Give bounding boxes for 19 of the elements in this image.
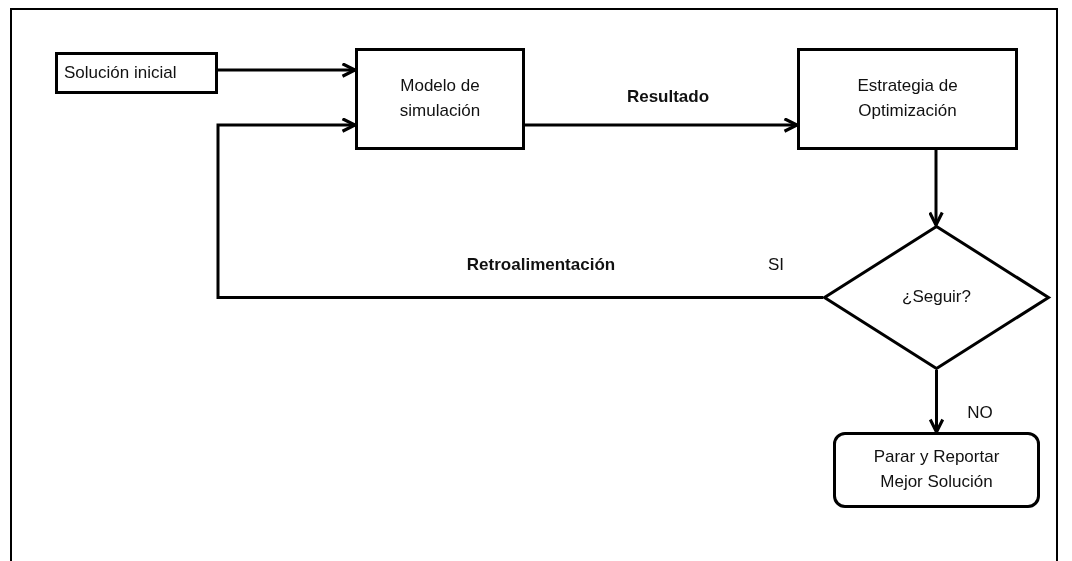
- decision-diamond: [823, 225, 1050, 370]
- process-box: [55, 52, 218, 94]
- node-label: Solución inicial: [64, 61, 177, 84]
- terminal-box: [833, 432, 1040, 508]
- edge-label: NO: [967, 403, 993, 423]
- node-label: ¿Seguir?: [902, 286, 971, 309]
- arrow: [928, 370, 945, 434]
- arrow: [218, 62, 357, 78]
- branch-label: SI: [767, 255, 785, 275]
- arrow: [928, 150, 944, 227]
- process-box: [355, 48, 525, 150]
- node-label: Modelo de simulación: [398, 75, 482, 122]
- arrow: [216, 117, 823, 299]
- edge-label: Resultado: [626, 87, 710, 107]
- node-label: Parar y Reportar Mejor Solución: [872, 446, 1001, 493]
- node-label: Estrategia de Optimización: [856, 75, 959, 122]
- edge-label: Retroalimentación: [466, 255, 616, 275]
- process-box: [797, 48, 1018, 150]
- arrow: [525, 117, 799, 133]
